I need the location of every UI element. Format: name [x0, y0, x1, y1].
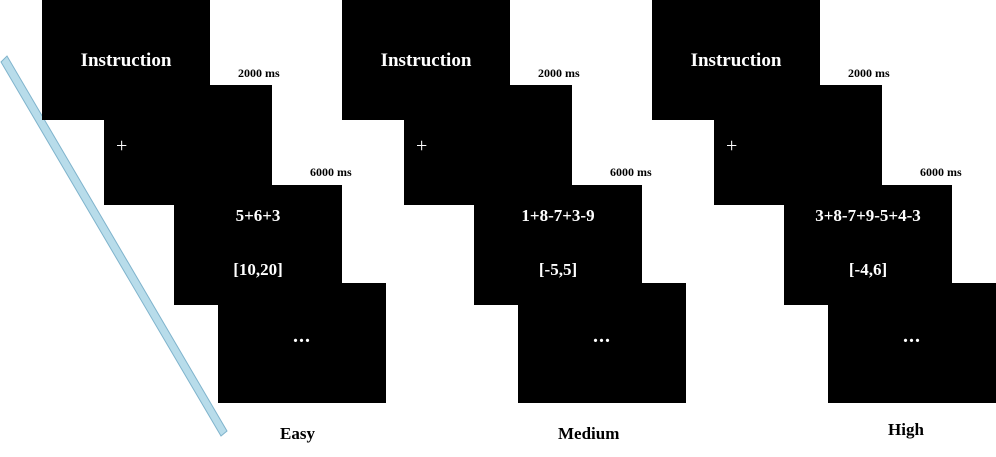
- range-text: [-5,5]: [538, 260, 578, 279]
- fixation-duration: 6000 ms: [310, 165, 352, 179]
- condition-easy: ... 5+6+3 [10,20] + Instruction 2000 ms …: [42, 0, 386, 457]
- condition-label: Easy: [280, 424, 315, 443]
- timeline-arrow-bar: [0, 55, 228, 437]
- fixation-cross: +: [416, 135, 428, 157]
- instruction-text: Instruction: [80, 50, 172, 71]
- problem-screen: 5+6+3 [10,20]: [174, 185, 342, 305]
- instruction-screen: Instruction: [652, 0, 820, 120]
- instruction-text: Instruction: [690, 50, 782, 71]
- range-text: [-4,6]: [848, 260, 888, 279]
- condition-label: Medium: [558, 424, 620, 443]
- instruction-duration: 2000 ms: [238, 66, 280, 80]
- continuation-ellipsis: ...: [593, 325, 611, 347]
- condition-label: High: [888, 420, 924, 439]
- equation-text: 1+8-7+3-9: [521, 206, 595, 225]
- fixation-cross: +: [116, 135, 128, 157]
- continuation-ellipsis: ...: [293, 325, 311, 347]
- condition-high: ... 3+8-7+9-5+4-3 [-4,6] + Instruction 2…: [652, 0, 996, 457]
- fixation-duration: 6000 ms: [610, 165, 652, 179]
- instruction-screen: Instruction: [42, 0, 210, 120]
- condition-medium: ... 1+8-7+3-9 [-5,5] + Instruction 2000 …: [342, 0, 686, 457]
- fixation-duration: 6000 ms: [920, 165, 962, 179]
- instruction-duration: 2000 ms: [848, 66, 890, 80]
- problem-screen: 3+8-7+9-5+4-3 [-4,6]: [784, 185, 952, 305]
- continuation-ellipsis: ...: [903, 325, 921, 347]
- fixation-cross: +: [726, 135, 738, 157]
- range-text: [10,20]: [233, 260, 283, 279]
- instruction-text: Instruction: [380, 50, 472, 71]
- instruction-duration: 2000 ms: [538, 66, 580, 80]
- problem-screen: 1+8-7+3-9 [-5,5]: [474, 185, 642, 305]
- equation-text: 5+6+3: [235, 206, 281, 225]
- instruction-screen: Instruction: [342, 0, 510, 120]
- equation-text: 3+8-7+9-5+4-3: [815, 206, 921, 225]
